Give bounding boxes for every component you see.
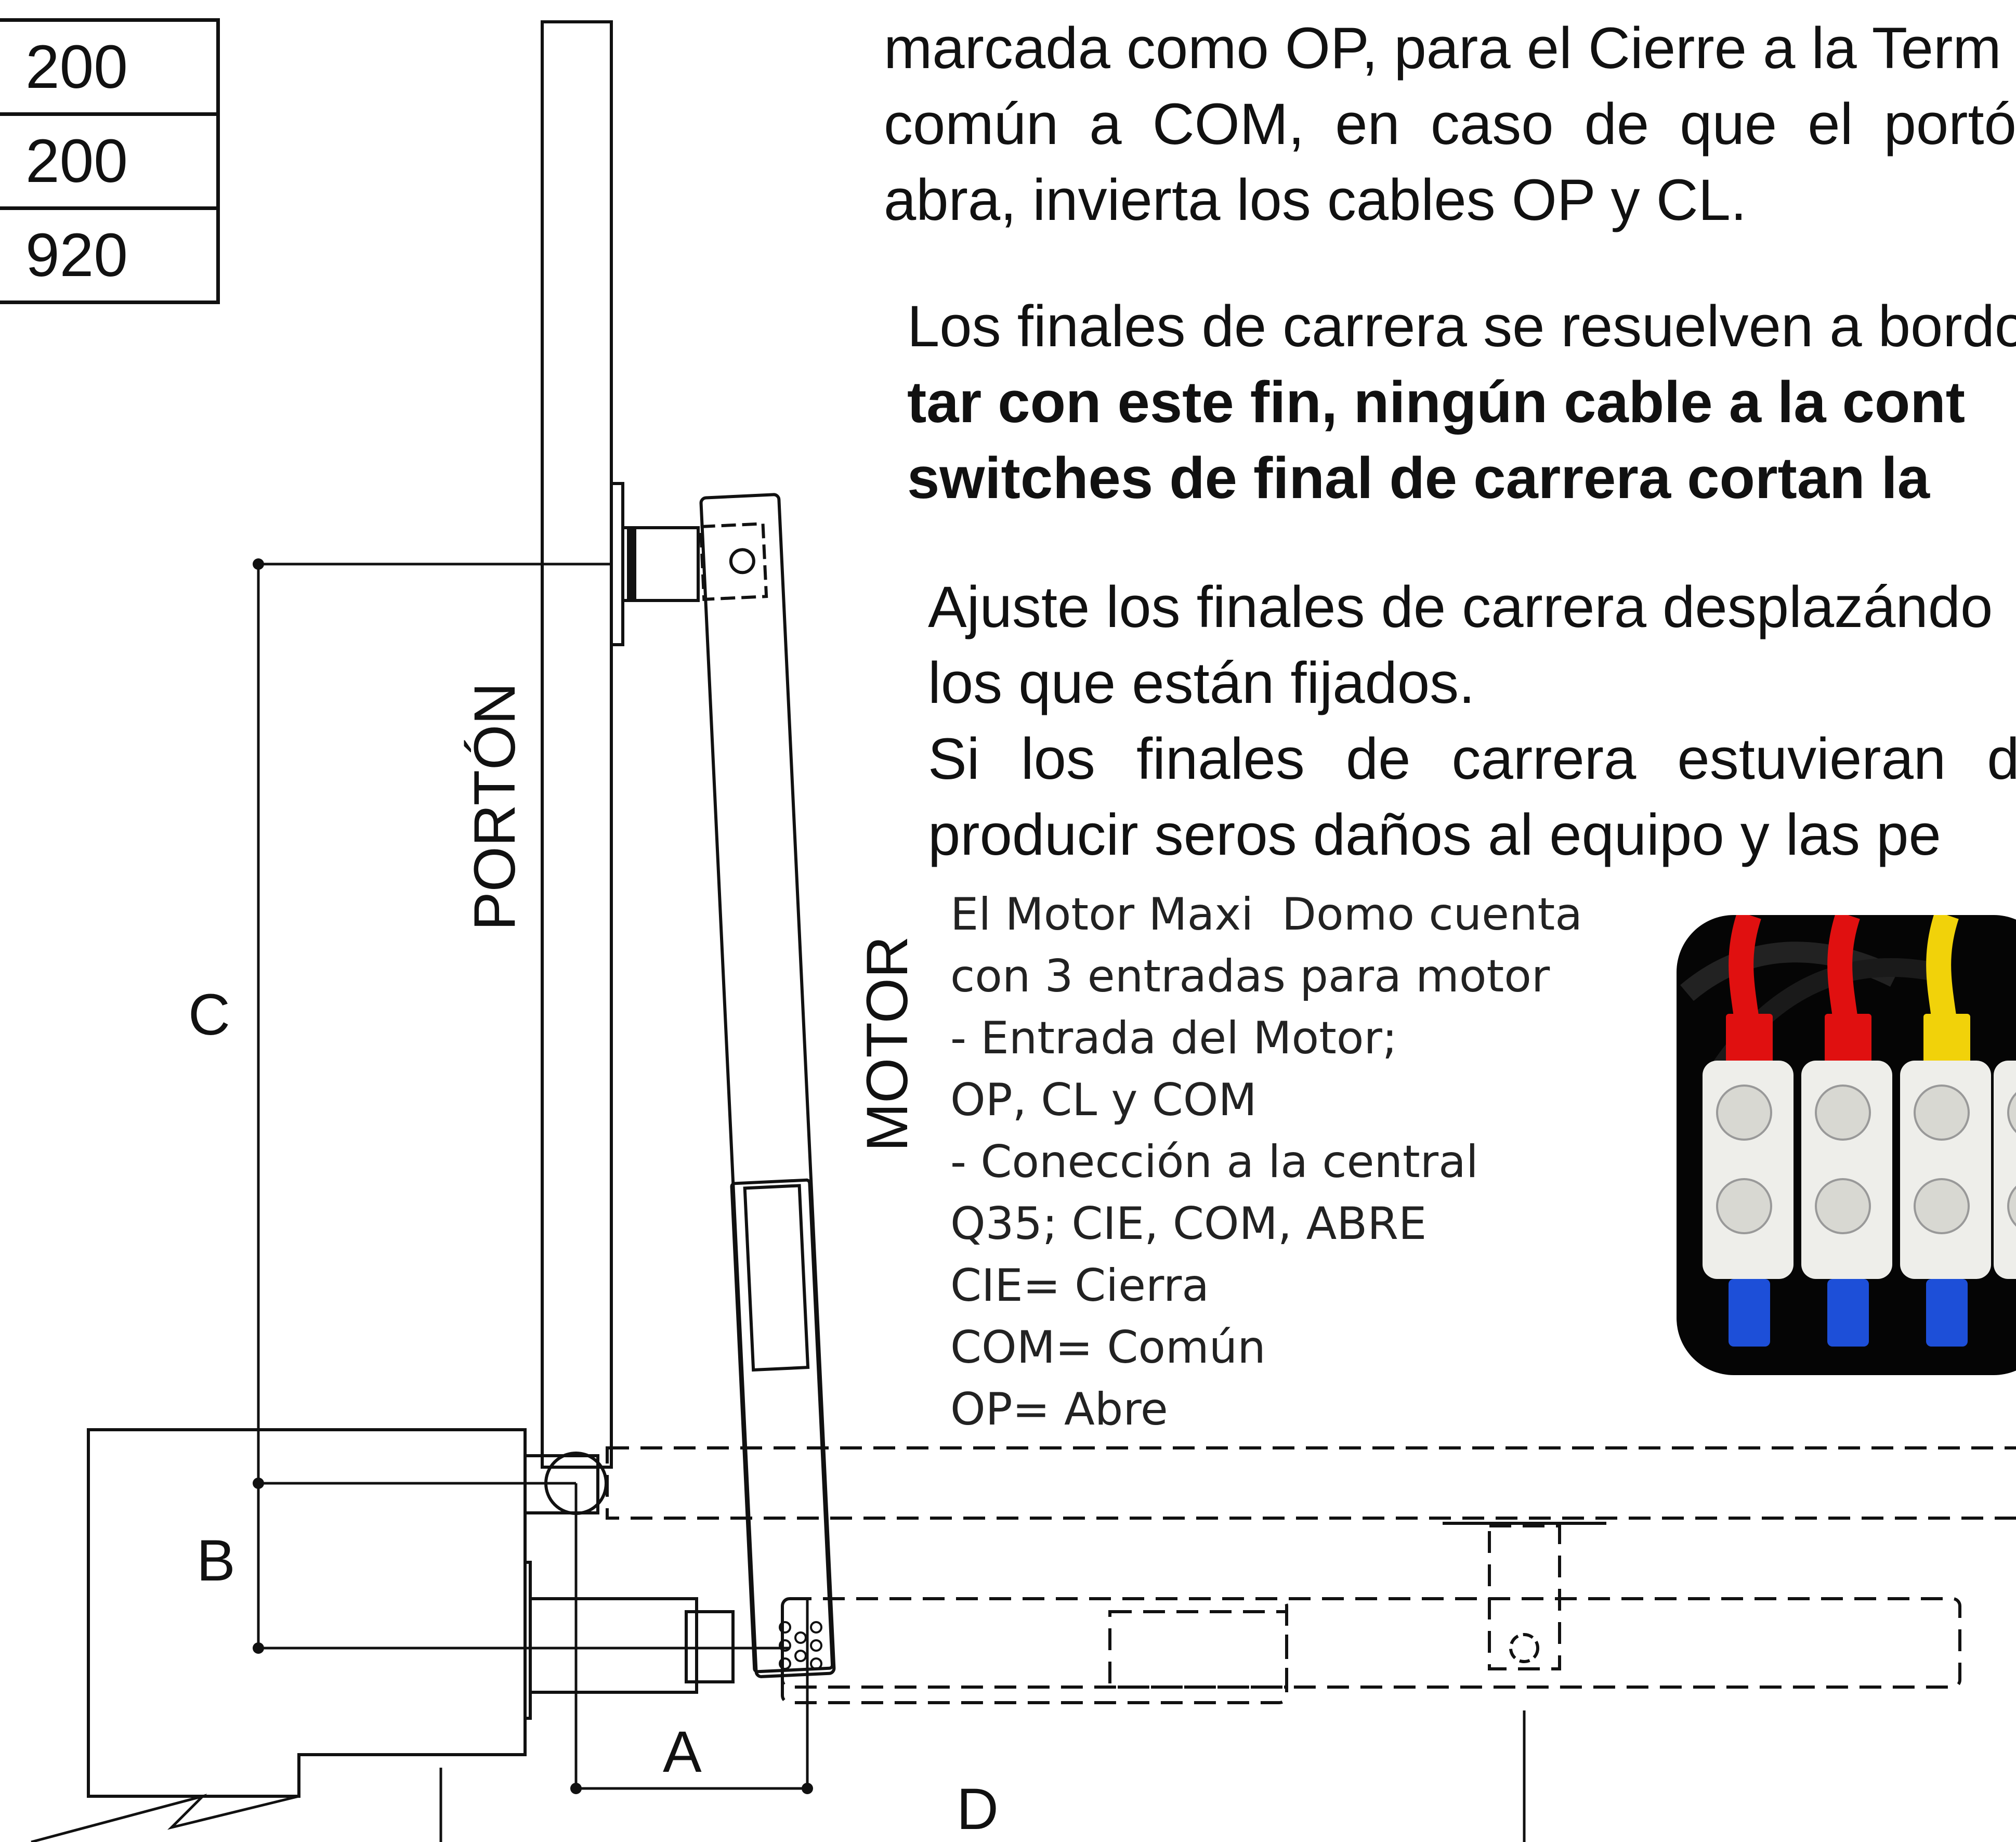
paragraph-line: tar con este fin, ningún cable a la cont <box>907 370 1966 435</box>
terminal-screw <box>1716 1085 1772 1141</box>
table-cell: 200 <box>0 112 220 210</box>
terminal-block-photo <box>1677 915 2016 1375</box>
note-line: OP= Abre <box>950 1383 1168 1435</box>
table-row: 920 <box>0 206 220 304</box>
paragraph-line: switches de final de carrera cortan la <box>907 446 1930 511</box>
paragraph-line: Ajuste los finales de carrera desplazánd… <box>928 574 1993 639</box>
paragraph-line: abra, invierta los cables OP y CL. <box>884 167 1747 232</box>
terminal-screw <box>1716 1178 1772 1234</box>
note-line: CIE= Cierra <box>950 1260 1209 1312</box>
paragraph-line: los que están fijados. <box>928 650 1475 715</box>
paragraph-line: producir seros daños al equipo y las pe <box>928 802 1941 867</box>
paragraph-line: Si los finales de carrera estuvieran d <box>928 726 2016 791</box>
pillar <box>87 1428 527 1798</box>
dim-d-label: D <box>957 1776 999 1841</box>
terminal-connector <box>1994 1061 2016 1279</box>
table-row: 200 <box>0 18 220 116</box>
terminal-screw <box>1914 1085 1970 1141</box>
adjustment-paragraph: Ajuste los finales de carrera desplazánd… <box>928 569 2016 873</box>
note-line: - Entrada del Motor; <box>950 1012 1397 1064</box>
table-cell: 200 <box>0 18 220 116</box>
dim-a-label: A <box>663 1719 702 1784</box>
dim-c-label: C <box>188 982 230 1047</box>
lower-wire <box>1926 1279 1968 1347</box>
terminal-screw <box>1914 1178 1970 1234</box>
table-row: 200 <box>0 112 220 210</box>
limit-switch-paragraph: Los finales de carrera se resuelven a bo… <box>907 289 2016 516</box>
gate-leaf <box>541 20 613 1469</box>
note-line: Q35; CIE, COM, ABRE <box>950 1198 1427 1250</box>
note-line: El Motor Maxi Domo cuenta <box>950 889 1582 940</box>
terminal-screw <box>1815 1178 1871 1234</box>
wire-sleeve <box>1825 1014 1871 1066</box>
note-line: con 3 entradas para motor <box>950 950 1550 1002</box>
motor-label: MOTOR <box>855 936 920 1152</box>
motor-arm <box>699 493 836 1678</box>
wire-sleeve <box>1726 1014 1773 1066</box>
paragraph-line: marcada como OP, para el Cierre a la Ter… <box>884 16 2001 81</box>
gate-label: PORTÓN <box>462 683 527 931</box>
terminal-screw <box>2007 1185 2016 1227</box>
note-line: - Conección a la central <box>950 1136 1478 1188</box>
table-cell: 920 <box>0 206 220 304</box>
lower-wire <box>1729 1279 1770 1347</box>
lower-wire <box>1827 1279 1869 1347</box>
paragraph-line: común a COM, en caso de que el portó <box>884 92 2016 156</box>
gate-bracket <box>610 482 624 646</box>
paragraph-line: Los finales de carrera se resuelven a bo… <box>907 294 2016 359</box>
wire-sleeve <box>1923 1014 1970 1066</box>
note-line: OP, CL y COM <box>950 1074 1257 1126</box>
terminal-screw <box>2007 1092 2016 1133</box>
dim-b-label: B <box>197 1528 235 1593</box>
terminal-screw <box>1815 1085 1871 1141</box>
values-table: 200 200 920 <box>0 18 220 304</box>
motor-notes: El Motor Maxi Domo cuenta con 3 entradas… <box>950 884 1582 1441</box>
note-line: COM= Común <box>950 1322 1266 1374</box>
wiring-paragraph: marcada como OP, para el Cierre a la Ter… <box>884 10 2016 238</box>
